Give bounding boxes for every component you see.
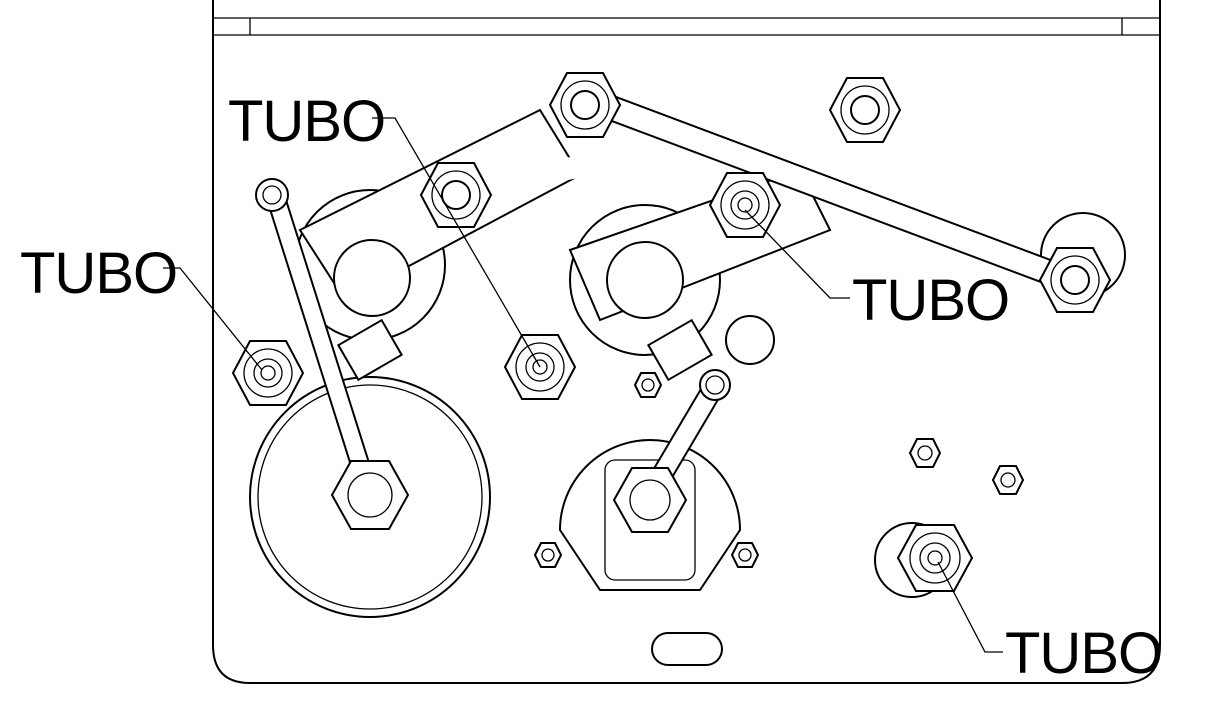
hole: [725, 315, 775, 365]
plate-outline: [212, 0, 1161, 684]
leader-lines: [163, 117, 1003, 653]
callout-label: TUBO: [20, 241, 178, 306]
callout-label: TUBO: [228, 89, 386, 154]
callout-label: TUBO: [852, 268, 1010, 333]
slot-hole: [651, 632, 723, 666]
valve-right: [568, 168, 832, 382]
callout-label: TUBO: [1005, 621, 1163, 686]
